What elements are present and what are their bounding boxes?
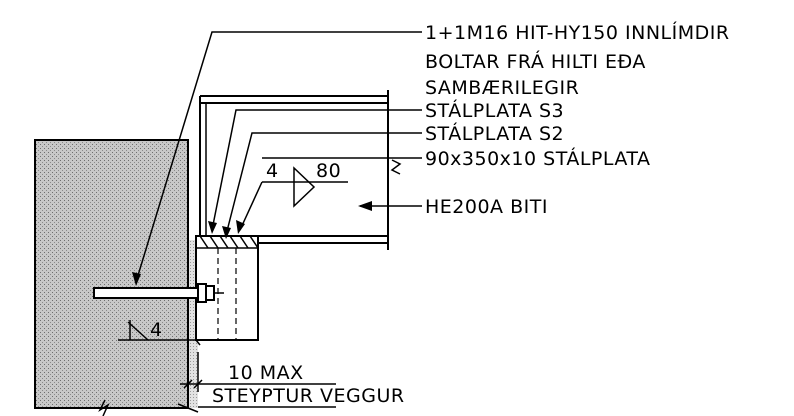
weld-size-top: 4 <box>266 160 279 182</box>
gap-dimension <box>177 352 336 413</box>
anchor-label-line2: BOLTAR FRÁ HILTI EÐA <box>425 50 646 73</box>
end-plate-label: 90x350x10 STÁLPLATA <box>425 147 651 170</box>
leader-lines <box>132 31 422 286</box>
plate-s2-label: STÁLPLATA S2 <box>425 122 564 145</box>
break-line-icon <box>98 399 110 416</box>
beam-label: HE200A BITI <box>425 196 548 218</box>
plate-s3-label: STÁLPLATA S3 <box>425 99 564 122</box>
anchor-label-line1: 1+1M16 HIT-HY150 INNLÍMDIR <box>425 21 730 44</box>
weld-symbol-bottom <box>118 320 196 341</box>
beam-break-icon <box>390 159 402 175</box>
weld-symbol-top <box>236 166 348 234</box>
weld-size-bottom: 4 <box>150 319 163 341</box>
weld-hatch <box>199 235 259 249</box>
anchor-bolt <box>93 283 224 303</box>
weld-length-top: 80 <box>316 160 341 182</box>
concrete-wall <box>34 139 198 416</box>
wall-label: STEYPTUR VEGGUR <box>212 385 405 407</box>
gap-max-label: 10 MAX <box>228 362 304 384</box>
anchor-label-line3: SAMBÆRILEGIR <box>425 77 579 99</box>
